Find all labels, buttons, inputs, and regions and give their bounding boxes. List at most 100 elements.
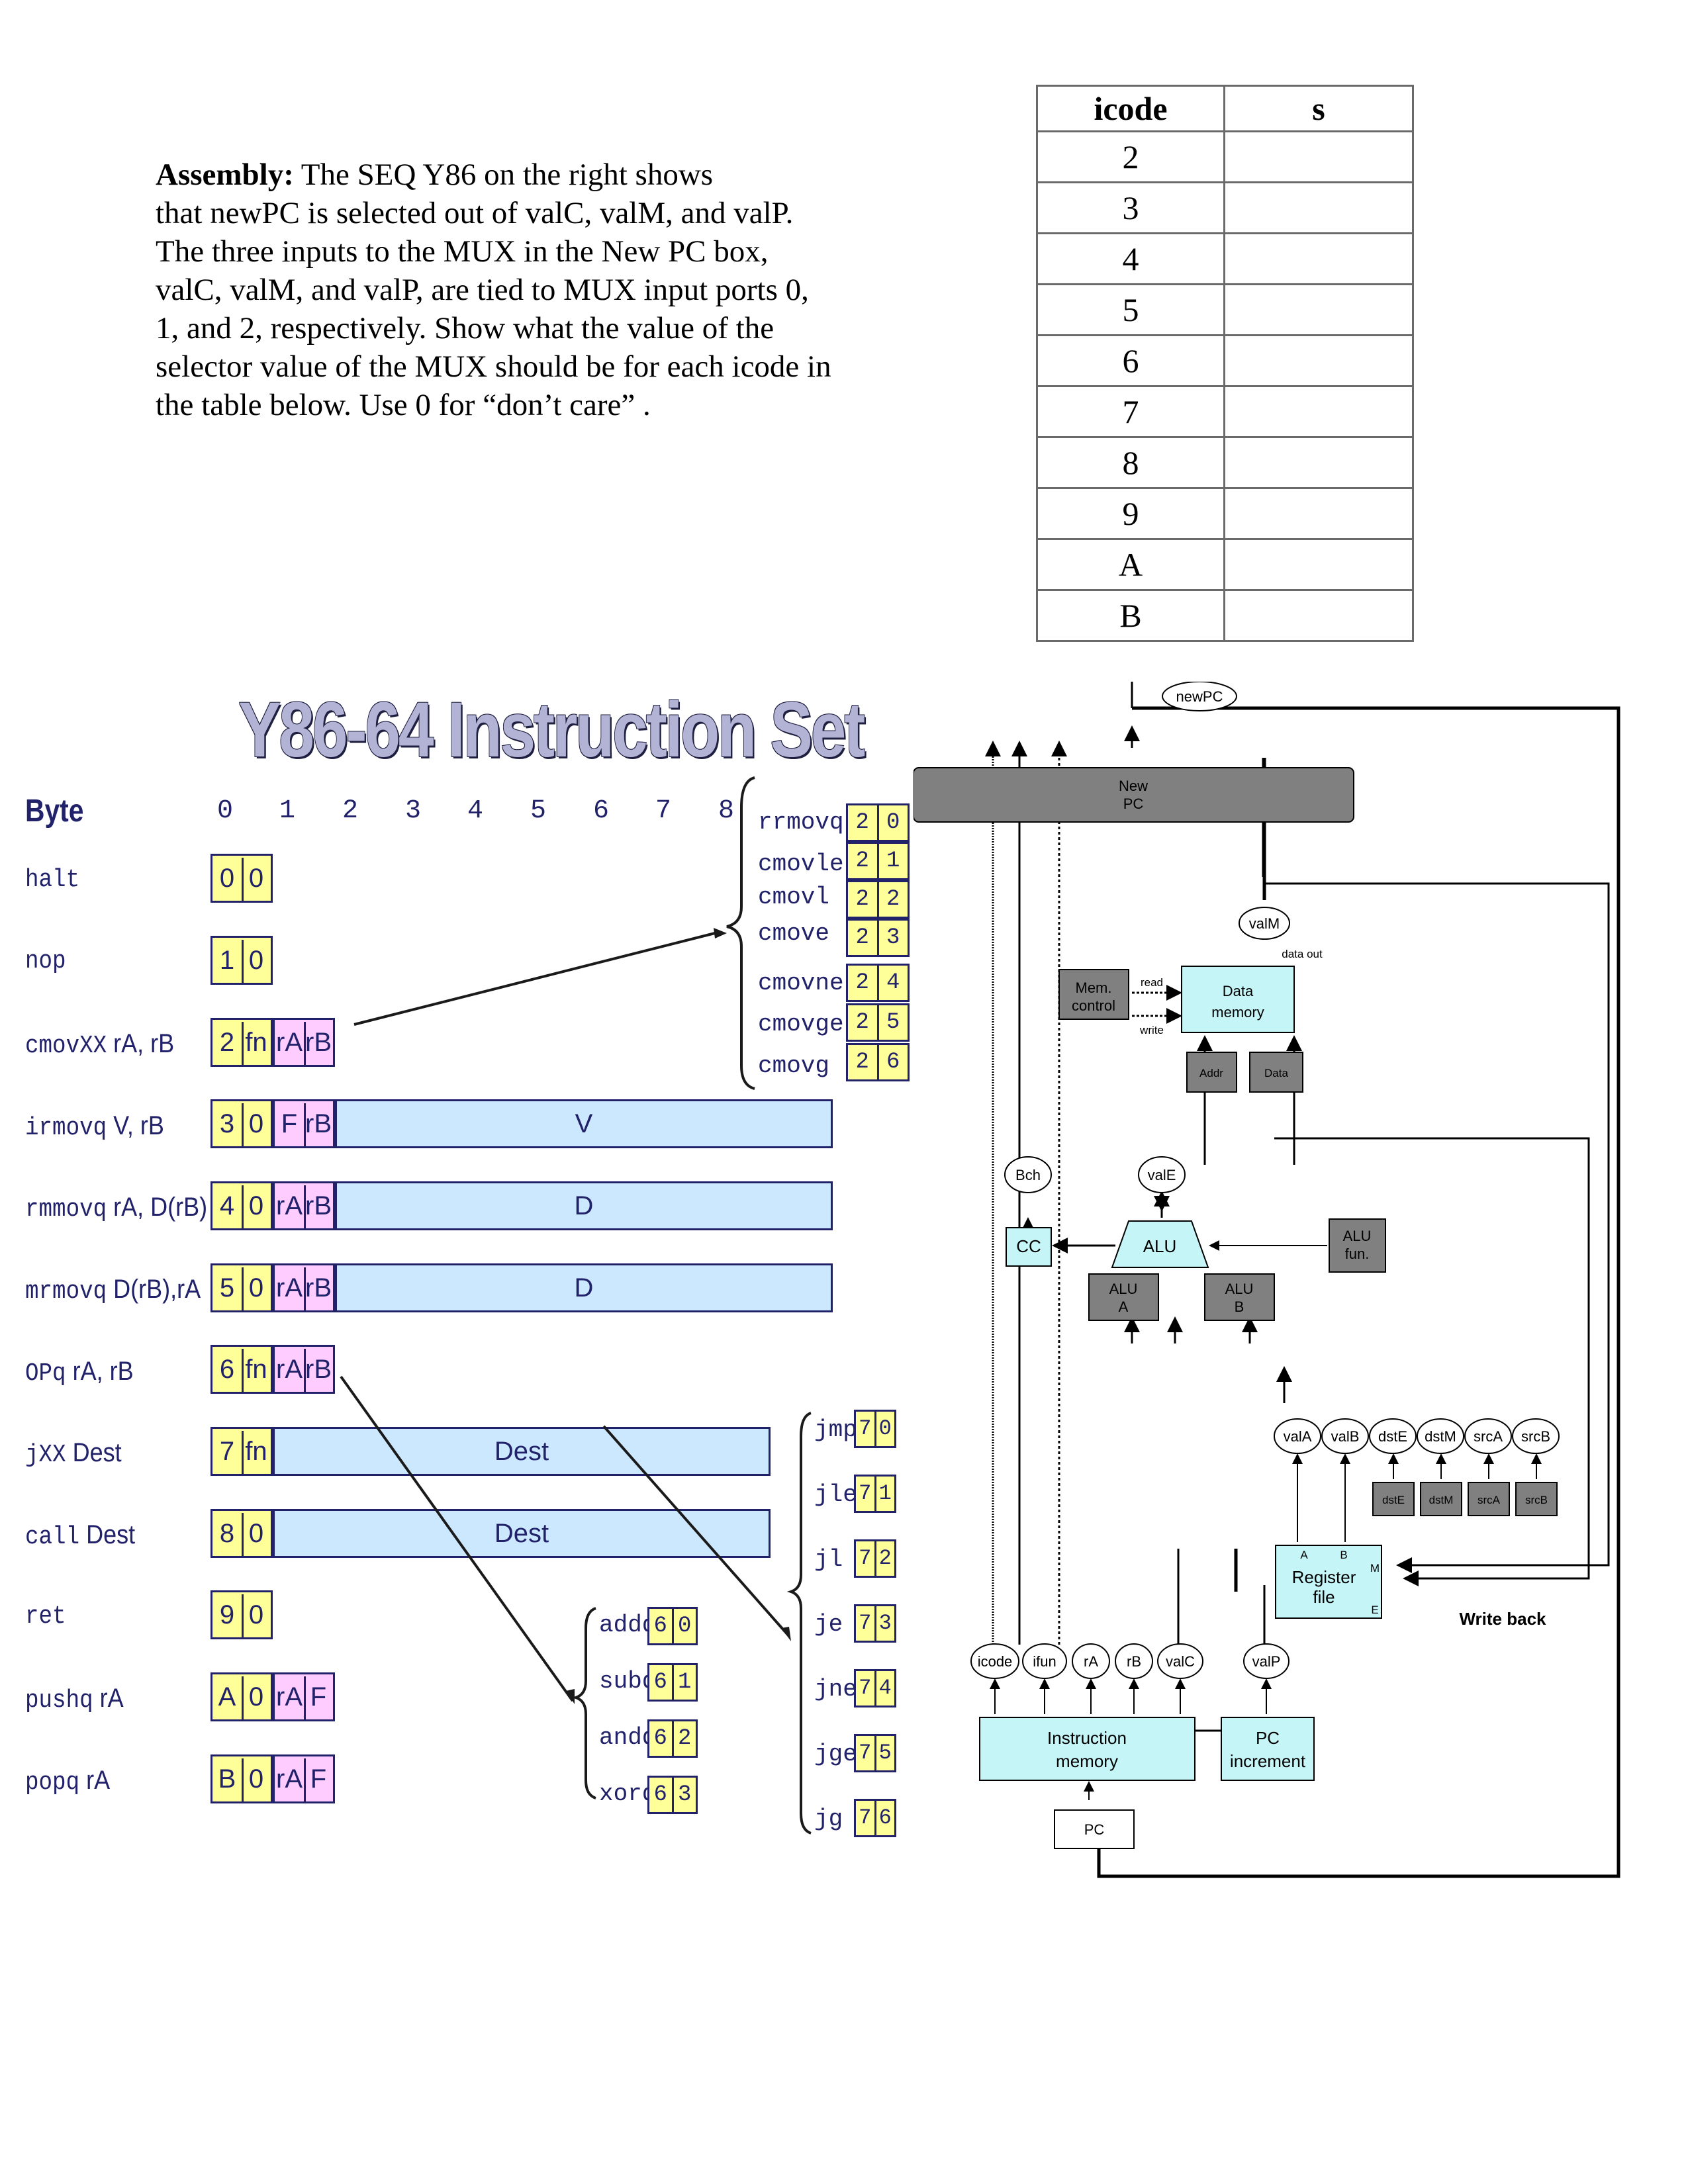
fetch-out-ifun: ifun <box>1033 1653 1056 1670</box>
op-name: andq <box>599 1724 657 1751</box>
alu-b-line1: ALU <box>1225 1281 1254 1297</box>
jump-name: jle <box>814 1481 857 1508</box>
reg-in-srcb: srcB <box>1525 1494 1548 1506</box>
encoding-displacement-d: D <box>335 1181 833 1230</box>
instr-name-nop: nop <box>25 947 66 976</box>
answer-cell[interactable] <box>1223 538 1414 591</box>
op-name: xorq <box>599 1780 657 1807</box>
instr-name-pushq: pushq rA <box>25 1684 124 1715</box>
instr-name-opq: OPq rA, rB <box>25 1357 134 1388</box>
port-a-label: A <box>1300 1549 1308 1561</box>
table-row: 6 <box>1036 334 1414 387</box>
byte-col-number: 0 <box>217 796 234 826</box>
icode-cell: 5 <box>1036 283 1225 336</box>
byte-col-number: 6 <box>593 796 610 826</box>
instr-memory-line2: memory <box>1056 1751 1118 1771</box>
byte-col-number: 2 <box>342 796 359 826</box>
valm-label: valM <box>1249 915 1280 932</box>
instr-memory-line1: Instruction <box>1047 1728 1127 1748</box>
answer-cell[interactable] <box>1223 436 1414 489</box>
reg-out-srca: srcA <box>1474 1428 1503 1445</box>
question-line: 1, and 2, respectively. Show what the va… <box>156 311 774 345</box>
data-out-label: data out <box>1282 948 1323 960</box>
icode-cell: 4 <box>1036 232 1225 285</box>
jump-name: jmp <box>814 1416 857 1443</box>
instr-name-cmovxx: cmovXX rA, rB <box>25 1029 175 1060</box>
instruction-set-connectors <box>340 776 812 1835</box>
answer-cell[interactable] <box>1223 487 1414 540</box>
reg-in-srca: srcA <box>1477 1494 1501 1506</box>
header-s: s <box>1223 85 1414 132</box>
newpc-label: newPC <box>1176 688 1223 705</box>
question-line: that newPC is selected out of valC, valM… <box>156 196 794 230</box>
table-row: 3 <box>1036 181 1414 234</box>
port-b-label: B <box>1340 1549 1347 1561</box>
instr-name-halt: halt <box>25 866 80 894</box>
instr-name-call: call Dest <box>25 1520 136 1551</box>
alu-label: ALU <box>1143 1236 1177 1256</box>
port-e-label: E <box>1371 1604 1378 1616</box>
answer-cell[interactable] <box>1223 232 1414 285</box>
byte-col-number: 3 <box>405 796 422 826</box>
fetch-out-ra: rA <box>1084 1653 1098 1670</box>
read-label: read <box>1141 976 1163 989</box>
new-pc-box-line1: New <box>1119 778 1148 794</box>
register-file-line1: Register <box>1292 1567 1356 1587</box>
reg-out-dstm: dstM <box>1425 1428 1456 1445</box>
pc-increment-line2: increment <box>1230 1751 1306 1771</box>
byte-col-number: 7 <box>655 796 672 826</box>
instr-name-rmmovq: rmmovq rA, D(rB) <box>25 1193 208 1224</box>
icode-selector-table: icode s 2 3 4 5 6 7 8 9 A B <box>1036 85 1414 642</box>
answer-cell[interactable] <box>1223 181 1414 234</box>
answer-cell[interactable] <box>1223 283 1414 336</box>
pc-increment-line1: PC <box>1256 1728 1280 1748</box>
table-row: 4 <box>1036 232 1414 285</box>
instr-name-mrmovq: mrmovq D(rB),rA <box>25 1275 201 1306</box>
new-pc-box-line2: PC <box>1123 796 1144 812</box>
answer-cell[interactable] <box>1223 385 1414 438</box>
answer-cell[interactable] <box>1223 589 1414 642</box>
answer-cell[interactable] <box>1223 130 1414 183</box>
cmov-name: cmovg <box>758 1052 830 1079</box>
instr-name-irmovq: irmovq V, rB <box>25 1111 164 1142</box>
reg-in-dstm: dstM <box>1429 1494 1454 1506</box>
question-label: Assembly: <box>156 158 294 192</box>
fetch-out-icode: icode <box>978 1653 1013 1670</box>
reg-out-valb: valB <box>1331 1428 1360 1445</box>
encoding-displacement-d: D <box>335 1263 833 1312</box>
icode-cell: 7 <box>1036 385 1225 438</box>
byte-header: Byte <box>25 794 84 829</box>
table-row: 7 <box>1036 385 1414 438</box>
byte-col-number: 8 <box>718 796 735 826</box>
mem-control-line1: Mem. <box>1076 979 1112 996</box>
encoding-dest: Dest <box>273 1509 771 1558</box>
instr-name-popq: popq rA <box>25 1766 111 1797</box>
table-row: A <box>1036 538 1414 591</box>
instruction-set-title: Y86-64 Instruction Set <box>238 686 865 774</box>
write-label: write <box>1139 1024 1164 1036</box>
icode-cell: 2 <box>1036 130 1225 183</box>
answer-cell[interactable] <box>1223 334 1414 387</box>
question-line: The SEQ Y86 on the right shows <box>293 158 714 192</box>
table-row: 5 <box>1036 283 1414 336</box>
